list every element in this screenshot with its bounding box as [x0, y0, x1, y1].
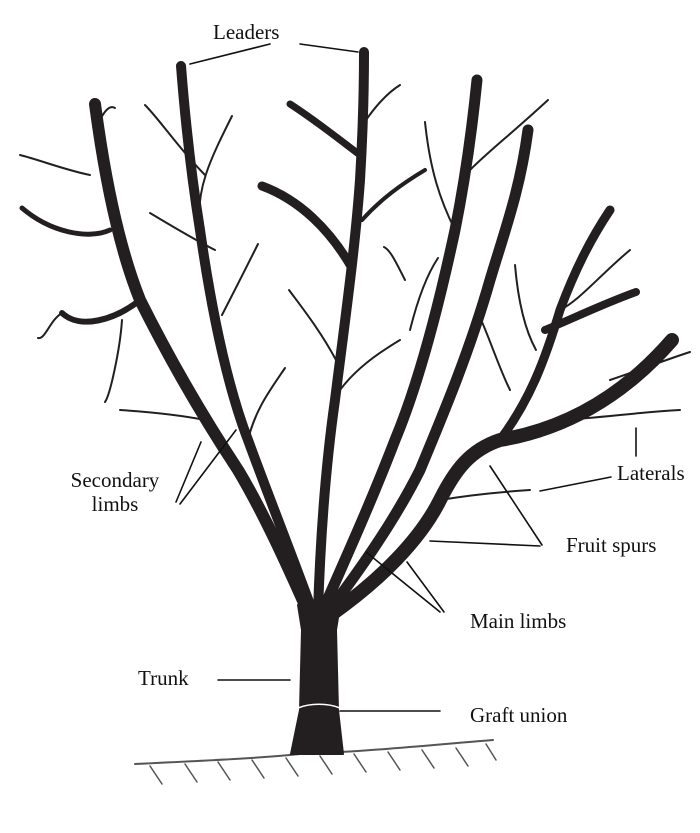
main-limbs-callout-lines — [365, 551, 445, 613]
leaders-callout-lines — [189, 43, 359, 65]
left-leader — [144, 61, 317, 615]
label-graft-union: Graft union — [470, 703, 568, 727]
right-main-limb — [325, 205, 691, 621]
main-limbs — [316, 74, 549, 618]
label-secondary-limbs-line2: limbs — [91, 492, 139, 516]
label-secondary-limbs-line1: Secondary — [70, 468, 160, 492]
label-main-limbs: Main limbs — [470, 609, 567, 633]
label-laterals: Laterals — [617, 461, 685, 485]
center-leader — [257, 47, 427, 617]
laterals-callout-lines — [539, 427, 637, 492]
graft-union — [297, 703, 341, 709]
fruit-spurs-callout-lines — [429, 465, 543, 547]
label-trunk: Trunk — [138, 666, 189, 690]
label-fruit-spurs: Fruit spurs — [566, 533, 657, 557]
label-leaders: Leaders — [213, 20, 280, 44]
left-secondary-limb — [19, 98, 314, 618]
trunk — [290, 604, 344, 755]
label-secondary-limbs: Secondary limbs — [58, 468, 172, 516]
secondary-limbs-callout-lines — [175, 429, 237, 505]
